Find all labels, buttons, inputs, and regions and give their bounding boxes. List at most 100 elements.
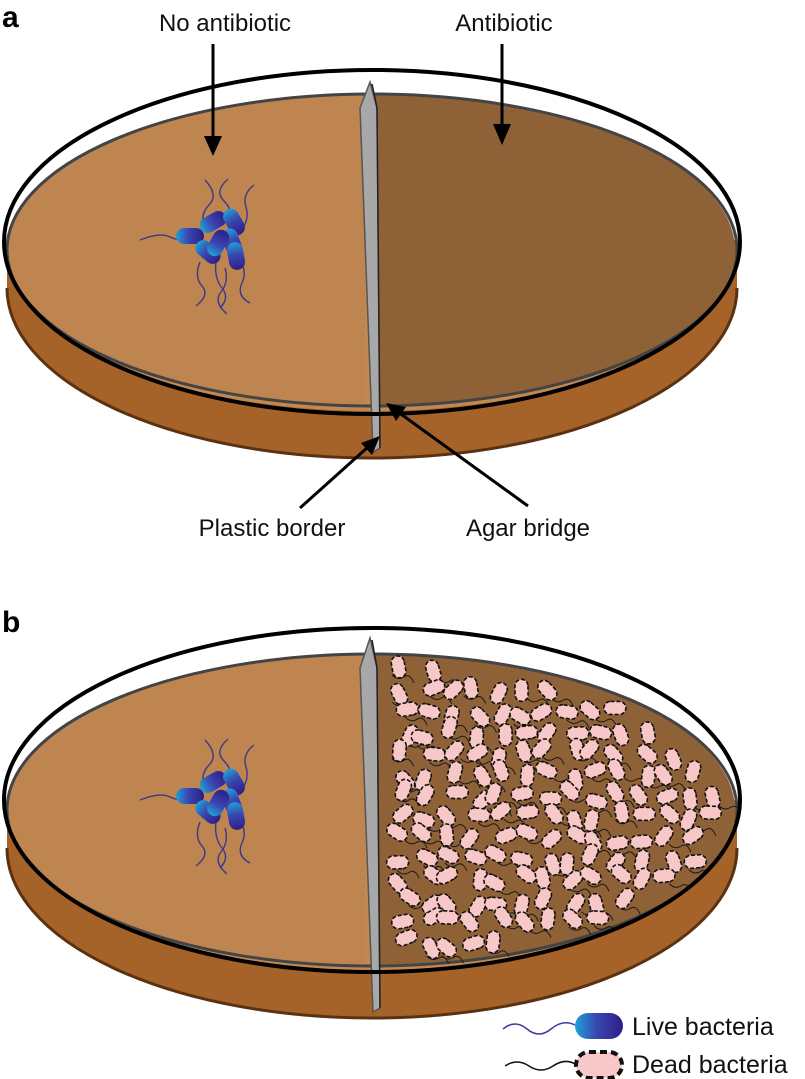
panel-b: b xyxy=(2,606,742,1020)
dead-bacterium xyxy=(446,760,464,784)
dead-bacterium-flagellum xyxy=(550,697,574,707)
live-flagellum-icon xyxy=(502,1022,576,1035)
dead-bacterium xyxy=(459,827,480,850)
dead-bacterium-flagellum xyxy=(503,818,527,828)
petri-dish-a xyxy=(2,68,742,460)
dead-bacterium xyxy=(632,806,657,822)
dead-bacterium xyxy=(514,678,529,703)
dead-bacterium xyxy=(652,867,676,884)
dead-bacterium-flagellum xyxy=(528,929,552,939)
dead-bacterium xyxy=(583,761,607,779)
dead-bacterium xyxy=(544,852,562,876)
dead-bacterium-flagellum xyxy=(526,697,550,707)
plastic-border-arrow xyxy=(298,436,380,510)
dead-bacterium xyxy=(442,679,464,701)
agar-bridge-arrow xyxy=(386,403,529,508)
dead-bacterium xyxy=(415,784,435,807)
dead-bacterium xyxy=(629,834,654,850)
dead-bacterium xyxy=(580,843,600,866)
dead-bacterium xyxy=(515,739,533,763)
dead-bacterium xyxy=(540,907,556,931)
dead-bacterium xyxy=(391,738,408,763)
dead-bacterium-flagellum xyxy=(444,862,468,872)
dead-bacterium xyxy=(536,679,558,701)
dead-bacterium xyxy=(386,822,409,842)
live-bacterium xyxy=(223,208,245,236)
agar-no-antibiotic-b xyxy=(7,655,365,965)
dead-bacterium xyxy=(385,854,410,870)
live-bacterium xyxy=(207,229,229,257)
dead-bacterium xyxy=(665,850,683,874)
dead-bacterium xyxy=(462,675,479,700)
dead-bacterium-flagellum xyxy=(516,801,539,810)
dead-bacterium xyxy=(392,803,414,824)
dead-bacterium xyxy=(461,934,486,952)
dead-bacterium xyxy=(484,782,503,806)
live-bacterium xyxy=(176,228,204,244)
dead-bacterium xyxy=(398,887,421,907)
dead-bacterium xyxy=(605,835,630,852)
live-bacteria-cluster-b xyxy=(139,738,255,875)
dead-bacterium xyxy=(493,906,514,929)
dead-bacterium xyxy=(493,703,513,726)
live-bacterium-flagellum xyxy=(214,821,227,869)
dead-bacterium xyxy=(390,655,407,679)
dead-bacterium xyxy=(636,743,658,765)
dead-bacterium xyxy=(509,706,532,726)
dead-bacterium xyxy=(440,715,459,739)
dead-bacterium xyxy=(640,764,657,789)
dead-bacterium-flagellum xyxy=(611,799,635,808)
dead-bacterium-flagellum xyxy=(404,839,428,849)
dead-bacterium xyxy=(514,724,539,741)
live-bacterium xyxy=(176,788,204,804)
dead-bacterium xyxy=(628,783,649,807)
dead-bacterium xyxy=(664,747,683,771)
dead-bacterium xyxy=(515,823,539,842)
dead-bacterium xyxy=(445,784,470,800)
dead-bacterium xyxy=(421,936,441,960)
dead-bacterium-flagellum xyxy=(718,805,737,814)
dead-bacterium xyxy=(679,808,698,832)
dead-bacterium xyxy=(584,792,609,810)
legend: Live bacteria Dead bacteria xyxy=(502,1013,788,1079)
live-bacterium xyxy=(223,768,245,796)
agar-no-antibiotic-a xyxy=(7,95,365,405)
dead-bacterium xyxy=(492,758,510,783)
dead-bacterium xyxy=(585,910,610,926)
dead-bacterium-flagellum xyxy=(404,716,428,726)
dead-bacterium xyxy=(579,699,601,721)
dead-bacterium xyxy=(555,703,579,720)
dead-bacterium xyxy=(459,910,480,933)
no-antibiotic-arrow xyxy=(204,44,222,156)
dead-bacterium-flagellum xyxy=(441,955,465,964)
dead-bacterium xyxy=(394,778,413,802)
dead-bacterium xyxy=(639,721,657,745)
dead-bacterium xyxy=(579,738,600,761)
dead-bacterium-flagellum xyxy=(541,756,565,765)
dead-bacterium xyxy=(390,913,415,930)
plastic-border-label: Plastic border xyxy=(199,515,346,542)
live-bacteria-cluster-a xyxy=(139,178,255,315)
dead-bacterium xyxy=(422,679,446,697)
dead-bacterium xyxy=(535,760,558,780)
no-antibiotic-label: No antibiotic xyxy=(159,10,291,37)
dead-bacterium-flagellum xyxy=(429,761,452,771)
dead-bacterium xyxy=(603,700,627,716)
live-bacterium xyxy=(226,242,246,270)
dead-flagellum-icon xyxy=(504,1060,576,1071)
live-bacterium xyxy=(207,789,229,817)
dead-bacterium xyxy=(540,828,563,850)
live-bacterium-flagellum xyxy=(195,821,206,867)
dead-bacterium xyxy=(533,887,553,910)
dead-bacterium xyxy=(484,844,507,864)
dead-bacterium xyxy=(415,848,439,867)
dead-bacterium xyxy=(438,823,455,847)
dish-bottom-edge-a xyxy=(5,287,739,460)
dead-bacterium xyxy=(605,851,626,874)
dead-bacterium xyxy=(515,804,540,820)
dead-bacterium xyxy=(395,701,420,718)
agar-bridge-label: Agar bridge xyxy=(466,515,590,542)
dead-bacterium-flagellum xyxy=(568,926,592,936)
dead-bacterium xyxy=(659,803,681,825)
dead-bacterium-flagellum xyxy=(477,822,501,832)
